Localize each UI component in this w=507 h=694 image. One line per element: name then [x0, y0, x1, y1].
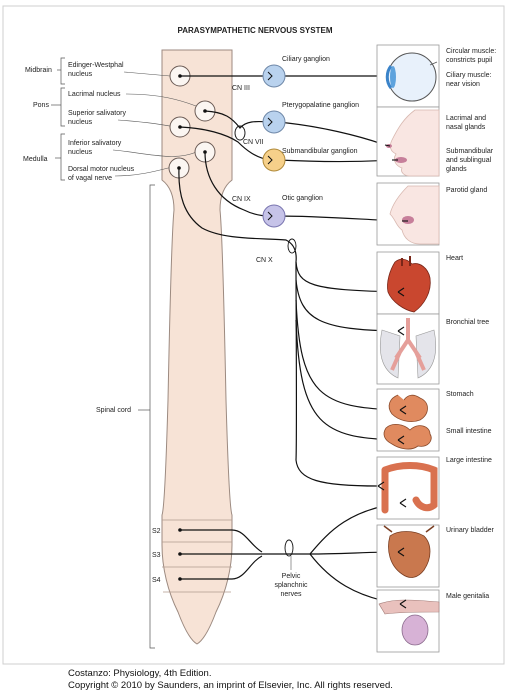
lacrimal-label-b: nasal glands	[446, 124, 486, 131]
nucleus-superior-salivatory-label-2: nucleus	[68, 119, 93, 126]
nucleus-vagal-label-2: of vagal nerve	[68, 175, 112, 182]
bronchial-label: Bronchial tree	[446, 319, 489, 326]
large-intestine-label: Large intestine	[446, 457, 492, 464]
submandibular-ganglion-label: Submandibular ganglion	[282, 148, 358, 155]
eye-label-2b: near vision	[446, 81, 480, 88]
parotid-label: Parotid gland	[446, 187, 487, 194]
cn9-label: CN IX	[232, 196, 251, 203]
submandibular-label-b: and sublingual	[446, 157, 492, 164]
pelvic-label-1: Pelvic	[282, 573, 301, 580]
nucleus-lacrimal-label: Lacrimal nucleus	[68, 91, 121, 98]
region-medulla: Medulla	[23, 156, 48, 163]
nucleus-inferior-salivatory-label-1: Inferior salivatory	[68, 140, 122, 147]
bladder-label: Urinary bladder	[446, 527, 495, 534]
diagram-title: PARASYMPATHETIC NERVOUS SYSTEM	[178, 26, 333, 35]
lacrimal-label-a: Lacrimal and	[446, 115, 486, 122]
nucleus-edinger-label-1: Edinger-Westphal	[68, 62, 124, 69]
nucleus-vagal-label-1: Dorsal motor nucleus	[68, 166, 135, 173]
nucleus-superior-salivatory-label-1: Superior salivatory	[68, 110, 126, 117]
stomach-label: Stomach	[446, 391, 474, 398]
eye-label-1b: constricts pupil	[446, 57, 493, 64]
region-midbrain: Midbrain	[25, 67, 52, 74]
segment-s3: S3	[152, 552, 161, 559]
region-pons: Pons	[33, 102, 49, 109]
submandibular-label-a: Submandibular	[446, 148, 494, 155]
ciliary-ganglion-label: Ciliary ganglion	[282, 56, 330, 63]
eye-label-2a: Ciliary muscle:	[446, 72, 492, 79]
spinal-cord-shape	[162, 50, 232, 644]
eye-label-1a: Circular muscle:	[446, 48, 496, 55]
cn10-label: CN X	[256, 257, 273, 264]
nucleus-inferior-salivatory-label-2: nucleus	[68, 149, 93, 156]
pterygopalatine-ganglion-label: Pterygopalatine ganglion	[282, 102, 359, 109]
cn7-label: CN VII	[243, 139, 264, 146]
caption-line-1: Costanzo: Physiology, 4th Edition.	[68, 668, 211, 679]
caption-line-2: Copyright © 2010 by Saunders, an imprint…	[68, 680, 393, 691]
segment-s4: S4	[152, 577, 161, 584]
otic-ganglion	[263, 205, 285, 227]
eye-illustration	[387, 53, 437, 101]
genitalia-label: Male genitalia	[446, 593, 489, 600]
heart-label: Heart	[446, 255, 463, 262]
pterygopalatine-ganglion	[263, 111, 285, 133]
ciliary-ganglion	[263, 65, 285, 87]
otic-ganglion-label: Otic ganglion	[282, 195, 323, 202]
small-intestine-label: Small intestine	[446, 428, 492, 435]
submandibular-label-c: glands	[446, 166, 467, 173]
pelvic-label-2: splanchnic	[274, 582, 308, 589]
pelvic-label-3: nerves	[280, 591, 302, 598]
nucleus-edinger-label-2: nucleus	[68, 71, 93, 78]
region-spinal-cord: Spinal cord	[96, 407, 131, 414]
segment-s2: S2	[152, 528, 161, 535]
cn3-label: CN III	[232, 85, 250, 92]
